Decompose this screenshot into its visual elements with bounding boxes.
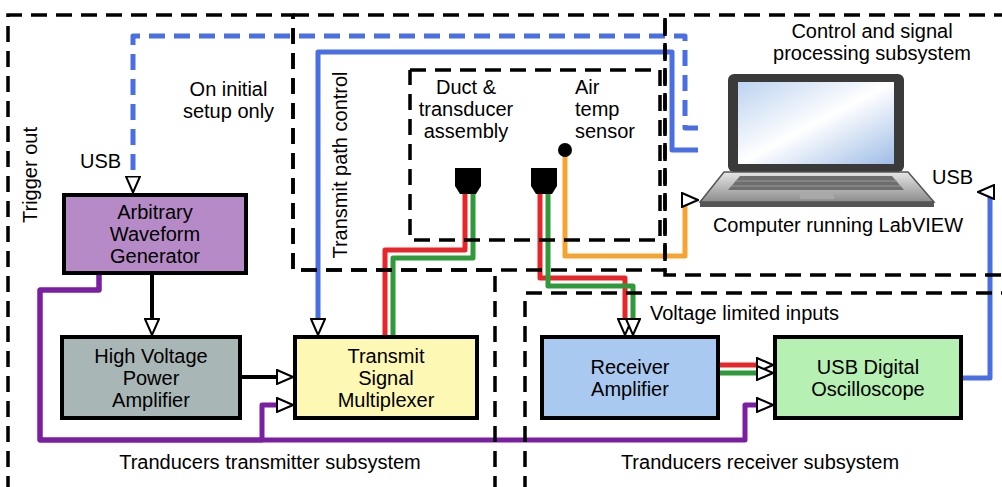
- transducer-symbol: [531, 168, 557, 194]
- connector-line: [720, 371, 763, 376]
- connector-line: [385, 240, 465, 335]
- connector: [963, 192, 990, 378]
- temperature-sensor: [558, 143, 572, 240]
- transducer-symbol: [455, 168, 481, 194]
- duct-region: Duct & transducer assembly Air temp senso…: [410, 70, 660, 240]
- multiplexer-box: Transmit Signal Multiplexer: [293, 335, 479, 420]
- connector: [565, 200, 688, 256]
- connector-line: [40, 275, 283, 441]
- connector-line: [318, 52, 698, 325]
- box-label: Arbitrary Waveform Generator: [95, 201, 215, 267]
- green-wire: [546, 192, 551, 240]
- control-region: Computer running LabVIEW Control and sign…: [665, 15, 1002, 275]
- connector-line: [540, 240, 625, 325]
- port-label: USB: [932, 166, 982, 188]
- connector: [385, 240, 473, 335]
- laptop-touchpad: [800, 192, 834, 199]
- connector: [242, 377, 283, 378]
- connector-line: [40, 275, 763, 441]
- region-label: Air temp sensor: [575, 76, 643, 142]
- connector: [40, 275, 763, 441]
- laptop-keyboard: [728, 176, 904, 190]
- transducers: [455, 168, 557, 240]
- connector: [318, 52, 698, 325]
- dashed-outline: [525, 293, 1002, 487]
- red-wire: [463, 192, 468, 240]
- connector-line: [242, 375, 283, 379]
- box-label: High Voltage Power Amplifier: [86, 345, 216, 411]
- box-label: Transmit Signal Multiplexer: [329, 345, 444, 411]
- region-label: Tranducers receiver subsystem: [545, 451, 975, 473]
- box-label: Receiver Amplifier: [575, 356, 685, 400]
- keyboard-row: [732, 186, 901, 187]
- region-label: Duct & transducer assembly: [414, 76, 518, 142]
- port-label: USB: [80, 150, 130, 172]
- connector-line: [393, 240, 473, 335]
- amplifier-box: High Voltage Power Amplifier: [60, 335, 242, 420]
- receiver-amp-box: Receiver Amplifier: [540, 335, 720, 420]
- dashed-outline: [410, 70, 660, 240]
- connector: [40, 275, 283, 441]
- region-label: Control and signal processing subsystem: [752, 20, 992, 64]
- laptop-front-edge: [700, 202, 934, 207]
- laptop-screen: [738, 82, 894, 164]
- signal-label: Trigger out: [18, 105, 42, 245]
- sensor-dot: [558, 143, 572, 157]
- connector-line: [548, 240, 633, 325]
- connector: [133, 36, 698, 183]
- sensor-wire: [563, 155, 568, 240]
- connector-line: [133, 36, 698, 183]
- connector: [540, 240, 633, 325]
- connector: [720, 365, 763, 373]
- dashed-outline: [8, 15, 495, 487]
- oscilloscope-box: USB Digital Oscilloscope: [773, 335, 963, 420]
- connector-line: [963, 192, 990, 378]
- region-label: Computer running LabVIEW: [698, 214, 978, 236]
- region-label: Tranducers transmitter subsystem: [60, 451, 480, 473]
- transmit-path-region: Duct & transducer assembly Air temp senso…: [293, 15, 665, 270]
- laptop-base: [700, 172, 934, 202]
- box-label: USB Digital Oscilloscope: [798, 356, 938, 400]
- connector-line: [565, 200, 688, 256]
- keyboard-row: [736, 181, 897, 182]
- note-label: On initial setup only: [166, 78, 291, 122]
- computer-node: Computer running LabVIEW: [698, 72, 978, 246]
- red-wire: [538, 192, 543, 240]
- generator-box: Arbitrary Waveform Generator: [62, 193, 248, 275]
- connector: [152, 275, 153, 326]
- note-label: Voltage limited inputs: [650, 302, 930, 324]
- laptop-screen-frame: [728, 74, 904, 172]
- connector-line: [150, 275, 154, 326]
- region-label: Transmit path control: [328, 55, 352, 275]
- connector-line: [720, 363, 763, 368]
- dashed-outline: [665, 15, 1002, 275]
- green-wire: [471, 192, 476, 240]
- laptop-icon: [700, 74, 934, 207]
